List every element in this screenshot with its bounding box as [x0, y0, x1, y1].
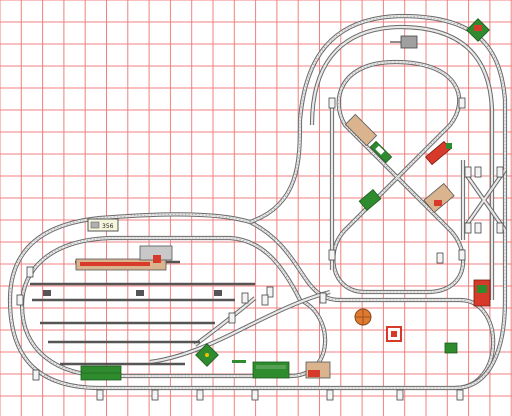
freight-house — [80, 365, 122, 381]
freight-depot — [425, 140, 452, 166]
lumber-mill — [423, 182, 455, 214]
track-connector-tag — [464, 222, 472, 234]
figure-eight-track — [329, 59, 466, 295]
track-connector-tag — [261, 294, 269, 306]
track-connector-tag — [458, 97, 466, 109]
yard-markers — [43, 290, 246, 363]
track-connector-tag — [151, 389, 159, 401]
crossing-shanty — [195, 343, 219, 367]
track-connector-tag — [496, 222, 504, 234]
track-connector-tag — [319, 292, 327, 304]
track-connector-tag — [326, 389, 334, 401]
sign: 356 — [87, 218, 119, 232]
track-connector-tags — [16, 97, 504, 401]
track-connector-tag — [464, 166, 472, 178]
track-connector-tag — [196, 389, 204, 401]
track-connector-tag — [26, 266, 34, 278]
track-connector-tag — [16, 294, 24, 306]
crane — [390, 35, 418, 49]
gas-station — [386, 326, 402, 342]
warehouse — [305, 361, 331, 379]
small-shed — [444, 342, 458, 354]
track-connector-tag — [96, 389, 104, 401]
track-connector-tag — [228, 312, 236, 324]
inner-left-oval-track — [19, 235, 328, 379]
yard-ladder-track — [149, 289, 331, 365]
structures: 356 — [75, 18, 491, 381]
track-connector-tag — [328, 97, 336, 109]
track-connector-tag — [458, 249, 466, 261]
engine-house — [252, 361, 290, 379]
track-connector-tag — [496, 166, 504, 178]
track-connector-tag — [456, 389, 464, 401]
track-connector-tag — [266, 286, 274, 298]
section-house — [358, 189, 382, 211]
main-loop-track — [7, 212, 496, 391]
factory — [473, 279, 491, 307]
signal-box — [466, 18, 490, 42]
mountain-station — [344, 113, 378, 147]
coal-loader — [369, 140, 393, 164]
track-connector-tag — [328, 249, 336, 261]
station — [75, 245, 173, 271]
track-connector-tag — [32, 369, 40, 381]
upper-mountain-loop-track — [249, 13, 508, 391]
track-connector-tag — [474, 222, 482, 234]
right-crossover-track — [460, 160, 507, 240]
track-connector-tag — [251, 389, 259, 401]
track-connector-tag — [241, 292, 249, 304]
sign-label: 356 — [102, 223, 114, 230]
track-connector-tag — [396, 389, 404, 401]
track-connector-tag — [436, 252, 444, 264]
track-network — [7, 13, 508, 391]
water-tower — [354, 308, 372, 326]
track-connector-tag — [474, 166, 482, 178]
